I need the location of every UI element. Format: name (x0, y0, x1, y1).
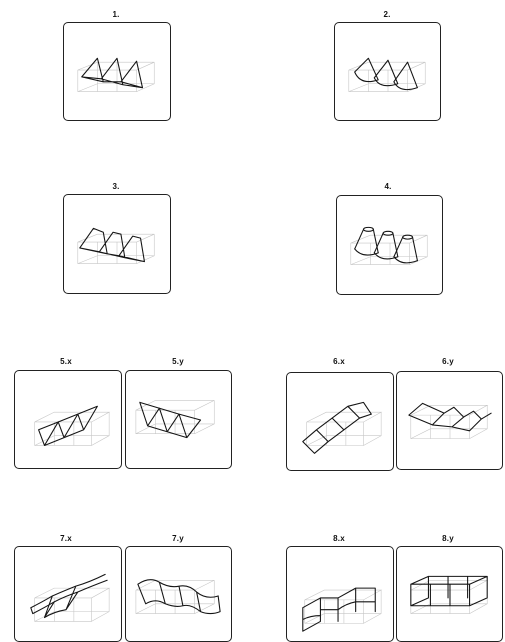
figure-8x-diagram (302, 587, 383, 632)
figure-3-panel (63, 194, 171, 294)
figure-4-diagram (350, 226, 428, 265)
figure-7x-panel (14, 546, 122, 642)
figure-5y-panel (125, 370, 232, 469)
figure-5x-label: 5.x (60, 357, 72, 366)
figure-6y-diagram (408, 402, 492, 439)
figure-5x-panel (14, 370, 122, 469)
figure-8x-label: 8.x (333, 534, 345, 543)
figure-6y-label: 6.y (442, 357, 454, 366)
figure-7y-label: 7.y (172, 534, 184, 543)
figure-6x-diagram (302, 401, 383, 454)
figure-5y-label: 5.y (172, 357, 184, 366)
figure-8y-label: 8.y (442, 534, 454, 543)
figure-2-label: 2. (383, 10, 391, 19)
figure-8y-diagram (410, 575, 489, 614)
figure-7x-diagram (30, 573, 111, 622)
figure-1-panel (63, 22, 171, 121)
figure-5x-diagram (34, 405, 111, 447)
figure-3-label: 3. (112, 182, 120, 191)
figure-2-panel (334, 22, 441, 121)
figure-2-diagram (348, 57, 426, 92)
figure-7y-diagram (135, 579, 221, 615)
figure-6y-panel (396, 371, 503, 470)
figure-1-diagram (77, 57, 155, 92)
figure-6x-label: 6.x (333, 357, 345, 366)
figure-8y-panel (396, 546, 503, 642)
figure-3-diagram (77, 227, 155, 264)
figure-8x-panel (286, 546, 394, 642)
figure-7y-panel (125, 546, 232, 642)
figure-5y-diagram (135, 400, 215, 439)
figure-6x-panel (286, 372, 394, 471)
figure-4-panel (336, 195, 443, 295)
figure-4-label: 4. (384, 182, 392, 191)
figure-7x-label: 7.x (60, 534, 72, 543)
figure-1-label: 1. (112, 10, 120, 19)
